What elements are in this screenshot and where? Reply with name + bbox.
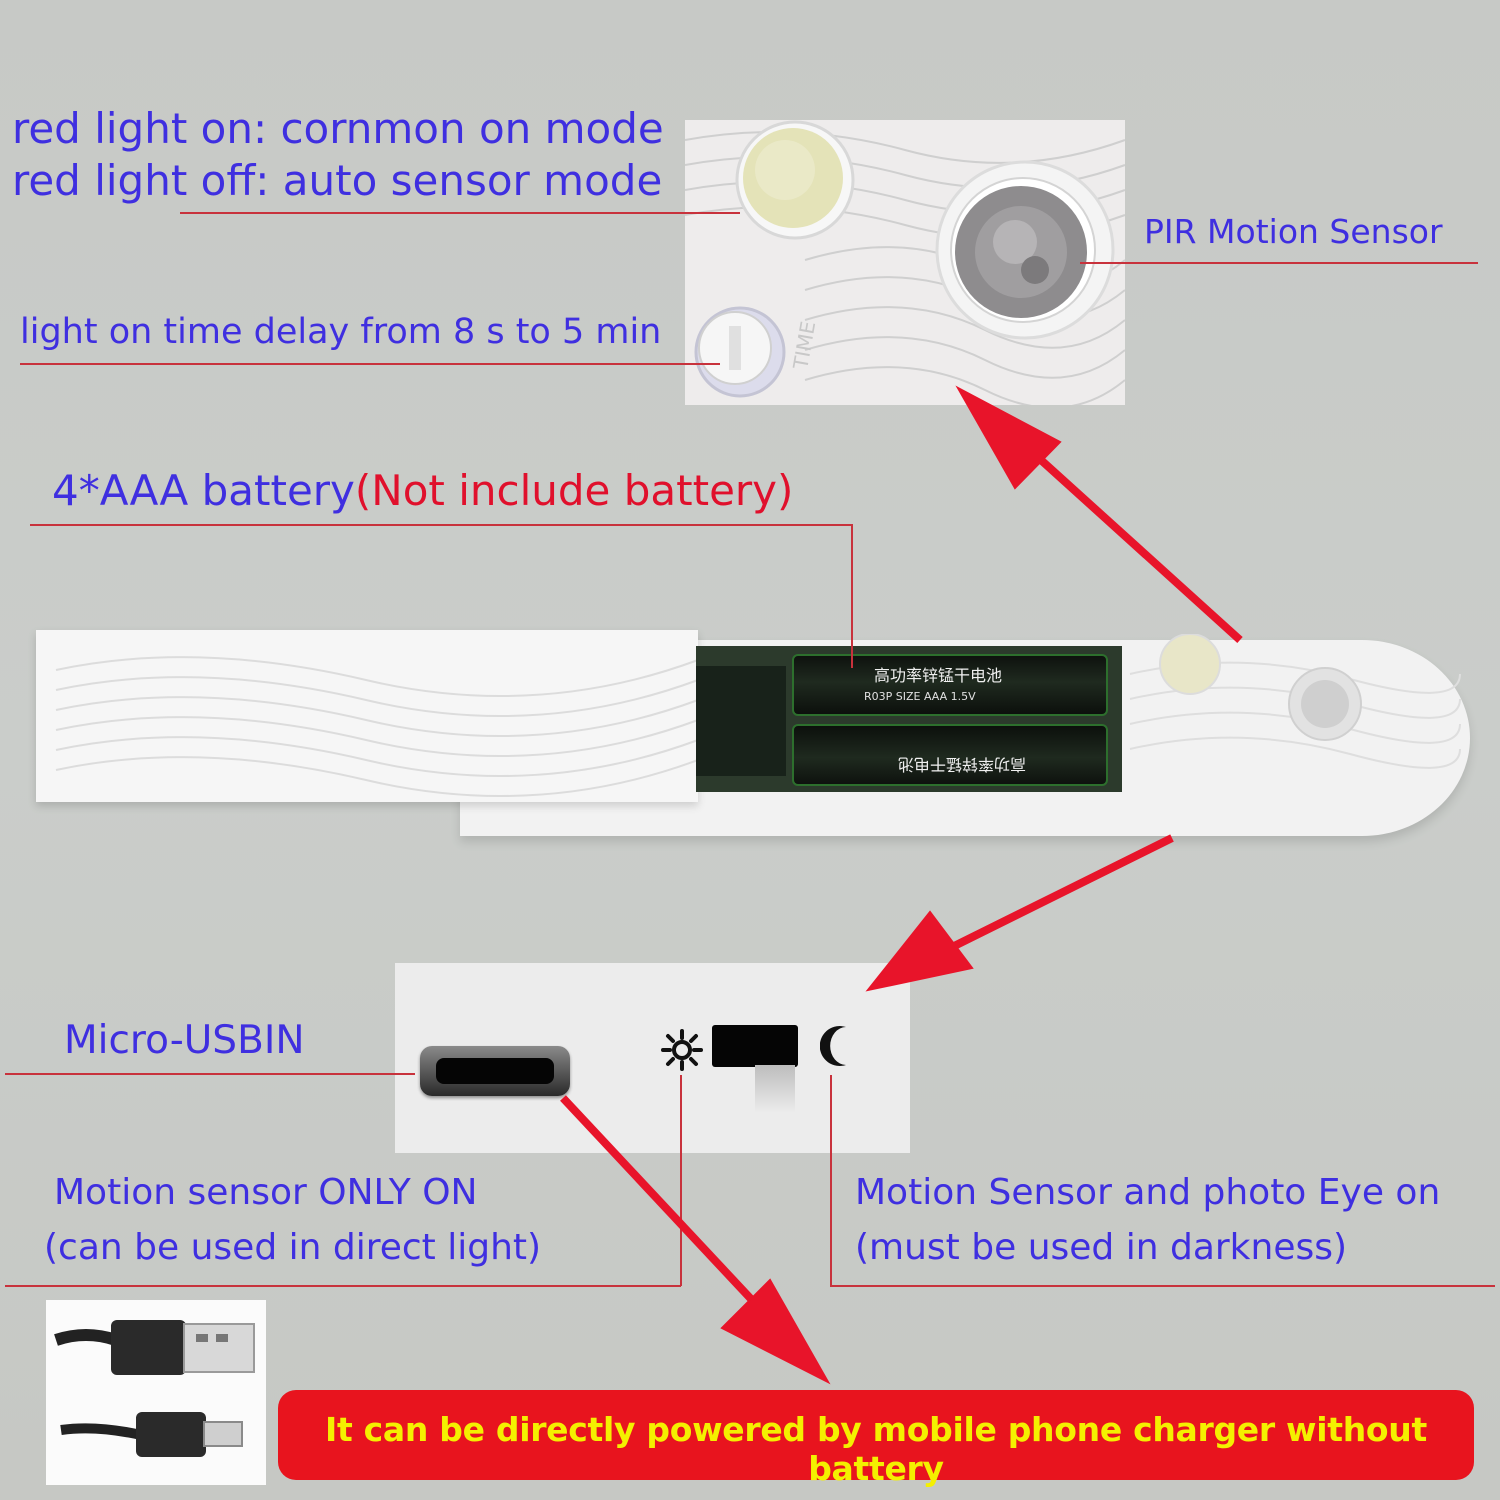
closeup-controls-photo: TIME [685, 120, 1125, 405]
battery-brand-text: 高功率锌锰干电池 [874, 666, 1003, 685]
leader-line-moon-drop [830, 1075, 832, 1286]
device-led [1159, 634, 1221, 695]
label-pir-sensor: PIR Motion Sensor [1144, 212, 1443, 251]
power-note-banner: It can be directly powered by mobile pho… [278, 1390, 1474, 1488]
leader-line-sun-drop [680, 1075, 682, 1286]
label-motion-only-2: (can be used in direct light) [44, 1227, 542, 1268]
light-mode-switch [712, 1025, 798, 1067]
arrow-icon [560, 1095, 783, 1333]
moon-icon [820, 1026, 846, 1066]
leader-line-micro-usb [5, 1073, 415, 1075]
leader-line-battery-drop [851, 524, 853, 668]
device-sensor-end [1129, 634, 1461, 769]
leader-line-motion-only [5, 1285, 681, 1287]
label-motion-photo-1: Motion Sensor and photo Eye on [855, 1172, 1441, 1213]
sun-icon [661, 1029, 703, 1071]
leader-line-red-light [180, 212, 740, 214]
label-red-light-off: red light off: auto sensor mode [12, 156, 663, 205]
usb-port-icon [420, 1046, 570, 1096]
label-battery-note: (Not include battery) [354, 466, 794, 515]
battery-spec-text: R03P SIZE AAA 1.5V [864, 690, 976, 703]
micro-usb-plug [136, 1412, 206, 1457]
arrow-icon [1007, 429, 1243, 643]
battery-left [696, 666, 786, 776]
usb-cable-photo [46, 1300, 266, 1485]
label-battery-type: 4*AAA battery [52, 466, 355, 515]
usb-a-plug [111, 1320, 186, 1375]
banner-text: It can be directly powered by mobile pho… [325, 1410, 1427, 1488]
label-time-delay: light on time delay from 8 s to 5 min [20, 312, 662, 352]
usb-cable-graphic [54, 1320, 255, 1457]
cover-wave-pattern [55, 656, 699, 797]
arrow-icon [918, 834, 1174, 967]
label-motion-photo-2: (must be used in darkness) [855, 1227, 1348, 1268]
leader-line-pir [1080, 262, 1478, 264]
leader-line-battery [30, 524, 852, 526]
battery-top: 高功率锌锰干电池 R03P SIZE AAA 1.5V [792, 654, 1108, 716]
battery-compartment: 高功率锌锰干电池 R03P SIZE AAA 1.5V 高功率锌锰干电池 [696, 646, 1122, 792]
label-battery: 4*AAA battery(Not include battery) [52, 466, 793, 515]
leader-line-time-delay [20, 363, 720, 365]
leader-line-motion-photo [830, 1285, 1495, 1287]
label-red-light-on: red light on: cornmon on mode [12, 104, 664, 153]
battery-cover [36, 630, 699, 802]
label-micro-usb: Micro-USBIN [64, 1018, 305, 1063]
switch-shadow [755, 1065, 795, 1113]
closeup-controls-graphic: TIME [685, 120, 1125, 405]
label-motion-only-1: Motion sensor ONLY ON [54, 1172, 478, 1213]
